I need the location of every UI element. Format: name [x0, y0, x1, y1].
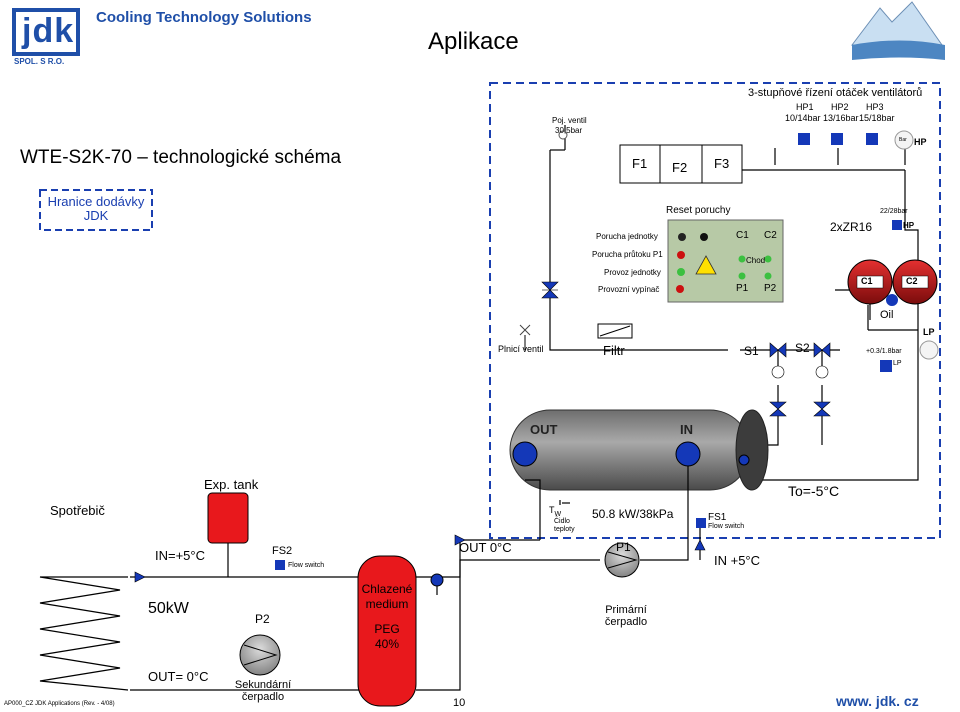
hp3-range: 15/18bar: [859, 113, 895, 123]
tank-medium: PEG 40%: [374, 622, 400, 651]
panel-p2: P2: [764, 283, 777, 294]
lp-switch-label: LP: [893, 360, 902, 367]
hp2-name: HP2: [831, 102, 849, 112]
supply-boundary-label: Hranice dodávky JDK: [47, 194, 145, 223]
page-title: Aplikace: [428, 28, 519, 55]
lp-label: LP: [923, 327, 935, 337]
hp1-range: 10/14bar: [785, 113, 821, 123]
evap-temp: To=-5°C: [788, 483, 840, 499]
capacity-label: 50.8 kW/38kPa: [592, 507, 674, 521]
buffer-tank: [357, 555, 417, 707]
fan-control-title: 3-stupňové řízení otáček ventilátorů: [748, 87, 923, 99]
fan-f1: F1: [632, 156, 648, 171]
hp1-name: HP1: [796, 102, 814, 112]
outlet-temp: OUT= 0°C: [148, 669, 209, 684]
evap-in: IN: [680, 422, 693, 437]
logo-mark: [12, 8, 80, 56]
consumer-label: Spotřebič: [50, 503, 105, 518]
compressor-hp-setting: 22/28bar: [880, 208, 908, 215]
fill-valve-label: Plnicí ventil: [498, 344, 544, 354]
exp-tank-label: Exp. tank: [204, 477, 259, 492]
compressor-c1: C1: [861, 276, 873, 286]
hp2-range: 13/16bar: [823, 113, 859, 123]
oil-label: Oil: [880, 309, 894, 321]
fill-valve: [519, 324, 531, 350]
reset-label: Reset poruchy: [666, 205, 731, 216]
tw-description: Čidlo teploty: [554, 518, 575, 533]
refrigerant-valves: [541, 281, 831, 417]
pressure-gauges: [558, 130, 939, 360]
hp-switches: [275, 133, 902, 570]
panel-run: Chod: [746, 256, 766, 265]
inlet-temp: IN=+5°C: [155, 548, 206, 563]
hp1-stage: HP1: [796, 102, 814, 112]
s1-label: S1: [744, 344, 759, 358]
hp-label: HP: [914, 137, 927, 147]
power-label: 50kW: [148, 600, 189, 617]
expansion-tank: [207, 492, 249, 544]
doc-reference: AP000_CZ JDK Applications (Rev. - 4/08): [4, 701, 115, 707]
primary-pump-label: Primární čerpadlo: [604, 604, 648, 628]
gauge-label-hp: Bar: [899, 137, 907, 143]
fs2-label: FS2: [272, 545, 293, 557]
page-number: 10: [453, 697, 466, 709]
fan-f3: F3: [714, 156, 730, 171]
website-link[interactable]: www. jdk. cz: [836, 693, 919, 709]
company-name: Cooling Technology Solutions: [96, 9, 312, 26]
return-in-temp: IN +5°C: [714, 553, 761, 568]
tw-subscript: W: [554, 510, 562, 518]
compressor-c2: C2: [906, 276, 918, 286]
fault-unit-label: Porucha jednotky: [596, 232, 658, 241]
consumer-coil: [39, 576, 129, 691]
panel-c2: C2: [764, 230, 777, 241]
fault-flow-label: Porucha průtoku P1: [592, 250, 663, 259]
filter: [597, 323, 633, 339]
scheme-title: WTE-S2K-70 – technologické schéma: [20, 147, 342, 168]
tw-letter: T: [549, 505, 555, 515]
tank-label: Chlazené medium: [361, 582, 413, 611]
fs1-flow-switch: Flow switch: [708, 523, 745, 530]
fs1-label: FS1: [708, 512, 727, 523]
unit-running-label: Provoz jednotky: [604, 268, 661, 277]
fan-f2: F2: [672, 160, 688, 175]
fs2-flow-switch: Flow switch: [288, 562, 325, 569]
supply-boundary-line: [39, 82, 941, 539]
panel-c1: C1: [736, 230, 749, 241]
logo-text: jdk: [22, 12, 75, 50]
evaporator: [509, 409, 769, 491]
secondary-pump-label: Sekundární čerpadlo: [234, 679, 292, 703]
lp-setting: +0.3/1.8bar: [866, 348, 902, 355]
safety-valve-value: 30,5bar: [555, 126, 583, 135]
filter-label: Filtr: [603, 343, 625, 358]
p1-label: P1: [616, 540, 631, 554]
tw-sensor: TW: [549, 505, 561, 518]
compressor-hp-label: HP: [903, 221, 915, 230]
logo-subtext: SPOL. S R.O.: [14, 57, 65, 66]
evap-out: OUT: [530, 422, 558, 437]
supply-out-temp: OUT 0°C: [459, 540, 512, 555]
s2-label: S2: [795, 341, 810, 355]
pumps: [239, 542, 640, 676]
p2-label: P2: [255, 612, 270, 626]
fan-boxes: [619, 144, 743, 184]
operating-switch-label: Provozní vypínač: [598, 285, 660, 294]
panel-p1: P1: [736, 283, 749, 294]
compressor-model: 2xZR16: [830, 220, 873, 234]
compressors: [847, 259, 938, 306]
hp3-name: HP3: [866, 102, 884, 112]
safety-valve-label: Poj. ventil: [552, 116, 587, 125]
control-panel: [667, 219, 784, 303]
iceberg-image: [850, 1, 945, 60]
